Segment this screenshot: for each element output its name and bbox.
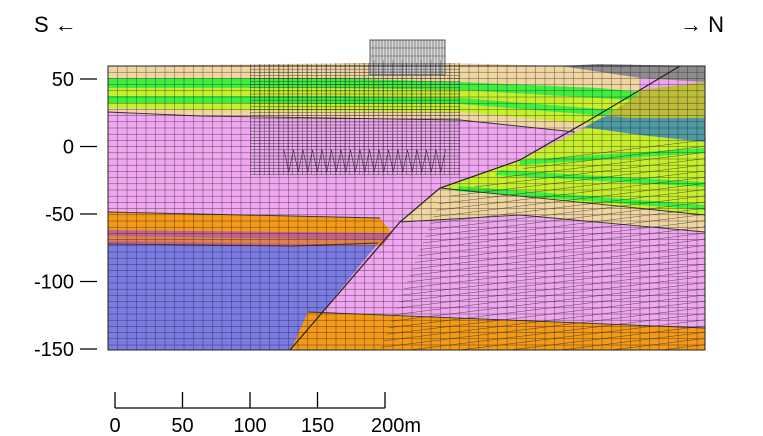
- south-direction-label: S ←: [34, 12, 77, 37]
- scale-tick-label: 0: [109, 415, 120, 436]
- pile-tips: [283, 149, 446, 173]
- green-stripe-north-1: [520, 148, 705, 165]
- tan-band-lower: [108, 108, 590, 132]
- north-direction-label: → N: [680, 12, 724, 37]
- dense-mesh-zone: [250, 63, 460, 175]
- orange-band-south: [108, 212, 392, 233]
- depth-tick-label: -100: [34, 272, 74, 294]
- fault-block-mesh: [380, 139, 705, 350]
- green-stripe-north-2: [495, 170, 705, 187]
- lime-band-upper: [108, 88, 630, 110]
- depth-tick-label: -50: [45, 204, 74, 226]
- cross-section: [108, 40, 705, 350]
- depth-tick-label: -150: [34, 339, 74, 361]
- depth-axis: 50 0 -50 -100 -150: [34, 69, 97, 361]
- scale-bar: 0 50 100 150 200m: [109, 392, 421, 436]
- structure-outline: [369, 39, 446, 76]
- structure-block: [370, 40, 445, 75]
- depth-tick-label: 0: [63, 137, 74, 159]
- scale-tick-label: 100: [233, 415, 266, 436]
- scale-tick-label: 50: [171, 415, 193, 436]
- green-band-middle: [108, 96, 615, 116]
- depth-tick-label: 50: [52, 69, 74, 91]
- structure-hatch: [370, 40, 445, 75]
- scale-tick-label: 150: [301, 415, 334, 436]
- section-outline: [107, 65, 706, 351]
- green-stripe-north-3: [455, 186, 705, 210]
- gray-layer: [560, 64, 705, 82]
- orange-band-south-thin: [108, 236, 386, 245]
- scale-tick-label: 200m: [371, 415, 421, 436]
- lime-band-lower: [108, 103, 605, 124]
